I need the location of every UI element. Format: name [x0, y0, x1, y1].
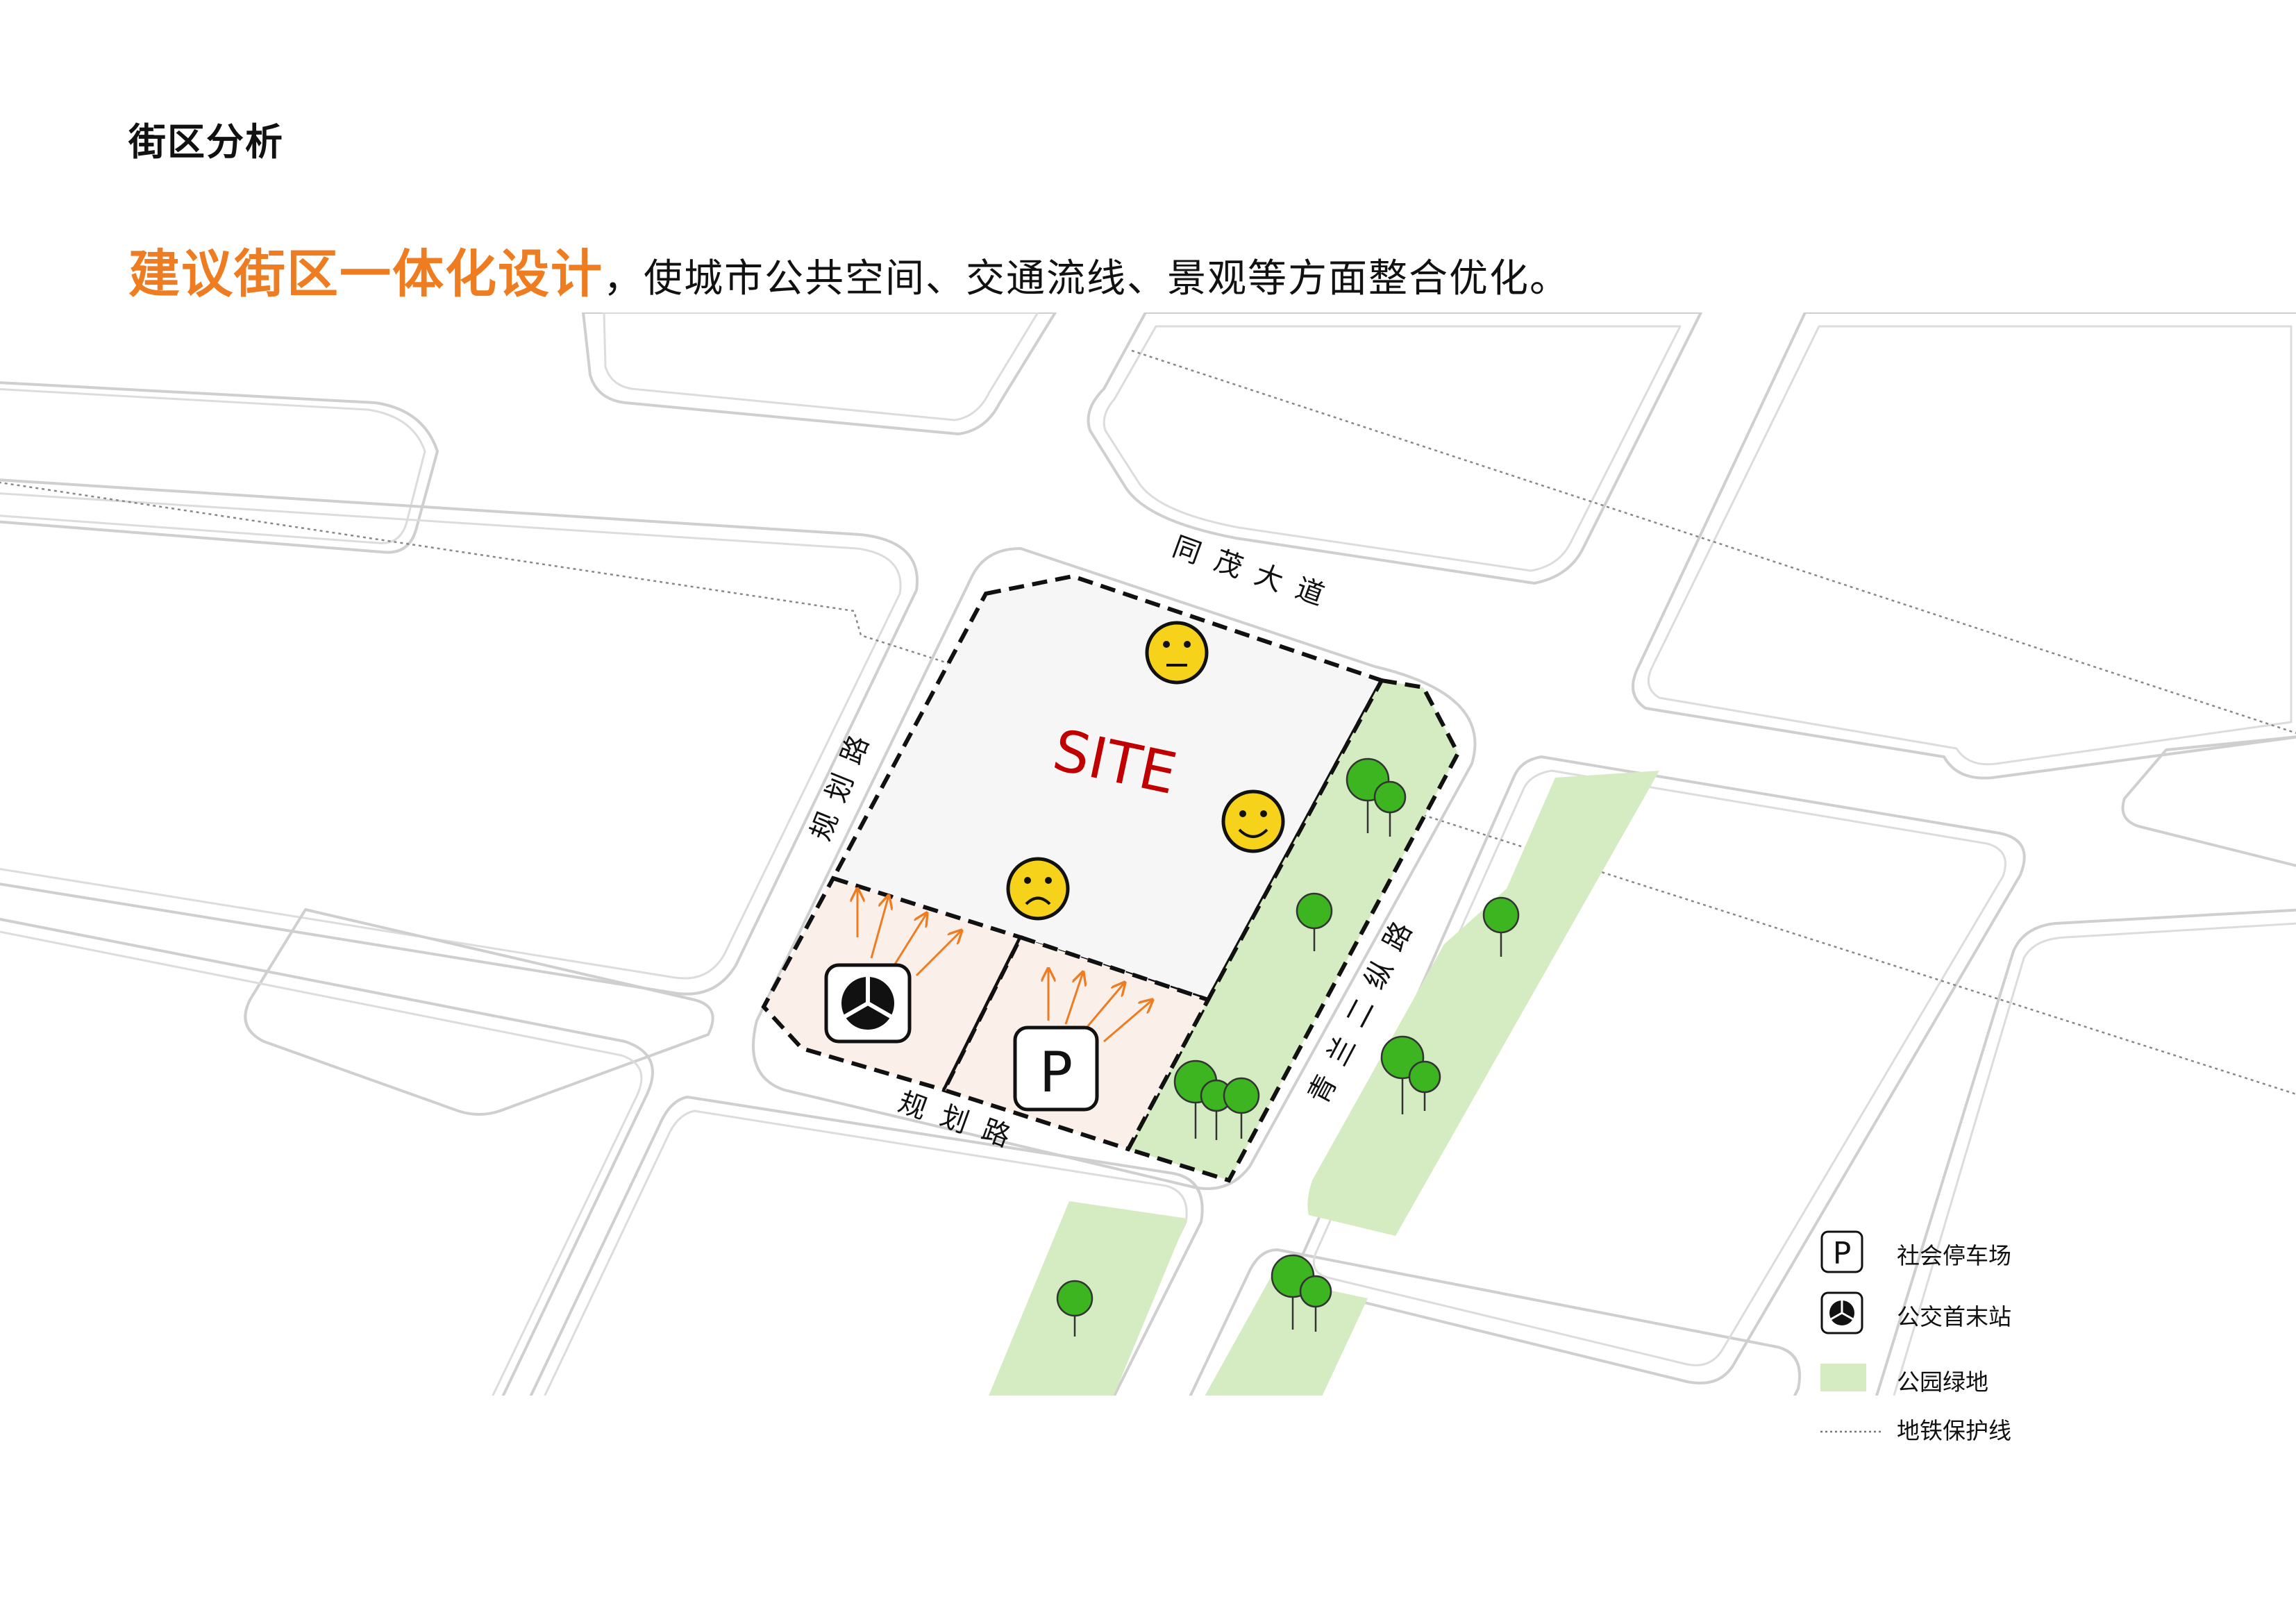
road-label-west-3: 路 [835, 731, 875, 769]
city-block [582, 312, 1057, 435]
city-block [1298, 755, 2026, 1384]
legend-park: 公园绿地 [1819, 1355, 2111, 1411]
road-label-east-3: 二 [1340, 993, 1381, 1032]
road-label-east-4: 纵 [1359, 955, 1400, 994]
park-swatch-icon [1820, 1364, 1866, 1391]
sad-face-icon [1006, 857, 1070, 921]
neutral-face-icon [1145, 621, 1209, 685]
city-block [1087, 312, 1702, 585]
city-block [1632, 312, 2296, 780]
city-block [1893, 922, 2296, 1396]
tree-icon [1482, 896, 1520, 957]
legend-metro-label: 地铁保护线 [1897, 1417, 2011, 1444]
park-green-strip [1205, 1278, 1368, 1396]
city-block [244, 908, 714, 1116]
city-block [0, 930, 643, 1396]
road-label-east-1: 青 [1302, 1069, 1343, 1109]
road-label-north-4: 道 [1291, 572, 1328, 612]
city-block [1312, 769, 2006, 1366]
city-block [0, 492, 902, 980]
legend-metro: 地铁保护线 [1819, 1404, 2111, 1459]
city-block [1875, 908, 2296, 1396]
svg-text:P: P [1833, 1236, 1852, 1271]
parking-symbol: P [1039, 1040, 1073, 1105]
city-block [1103, 325, 1682, 572]
legend-parking-label: 社会停车场 [1897, 1242, 2011, 1269]
headline-rest: ，使城市公共空间、交通流线、景观等方面整合优化。 [603, 256, 1570, 301]
tree-icon [1056, 1280, 1093, 1337]
tree-icon [1223, 1077, 1260, 1139]
road-label-north-2: 茂 [1210, 544, 1247, 584]
metro-protection-line [0, 481, 2296, 1096]
city-block [0, 381, 439, 554]
tree-icon [1299, 1275, 1332, 1332]
legend-parking: P 社会停车场 [1819, 1229, 2111, 1284]
headline-highlight: 建议街区一体化设计 [128, 244, 603, 304]
city-block [2121, 735, 2296, 867]
city-block [603, 312, 1039, 421]
metro-line-icon [1820, 1430, 1882, 1433]
tree-icon [1373, 780, 1407, 837]
tree-icon [1296, 892, 1333, 951]
section-title: 街区分析 [128, 120, 284, 164]
site-block-outline [752, 546, 1477, 1190]
road-label-north-3: 大 [1250, 558, 1287, 598]
city-block [1647, 325, 2293, 766]
road-label-east-2: 兰 [1321, 1031, 1362, 1071]
parking-icon: P [1820, 1230, 1863, 1273]
trees [1056, 757, 1520, 1337]
city-block [1189, 1248, 1801, 1396]
site-map: P SITE 同 茂 大 道 [0, 312, 2296, 1396]
legend-bus: 公交首末站 [1819, 1290, 2111, 1346]
city-block [0, 917, 654, 1396]
road-label-south-1: 规 [894, 1086, 931, 1125]
tree-icon [1408, 1060, 1441, 1111]
city-block [529, 1096, 1204, 1396]
zone-divider [943, 937, 1022, 1091]
headline: 建议街区一体化设计，使城市公共空间、交通流线、景观等方面整合优化。 [128, 233, 1570, 307]
city-block [0, 388, 426, 544]
bus-station-icon [824, 963, 912, 1044]
road-label-west-1: 规 [805, 807, 845, 845]
city-block [0, 478, 919, 996]
park-green-strip [1307, 771, 1659, 1236]
legend-bus-label: 公交首末站 [1897, 1303, 2011, 1330]
parking-icon: P [1013, 1026, 1099, 1112]
happy-face-icon [1221, 789, 1285, 853]
access-arrows [857, 889, 1153, 1043]
legend-park-label: 公园绿地 [1897, 1368, 1988, 1396]
road-label-north-1: 同 [1168, 530, 1205, 570]
bus-station-icon [1820, 1291, 1863, 1334]
